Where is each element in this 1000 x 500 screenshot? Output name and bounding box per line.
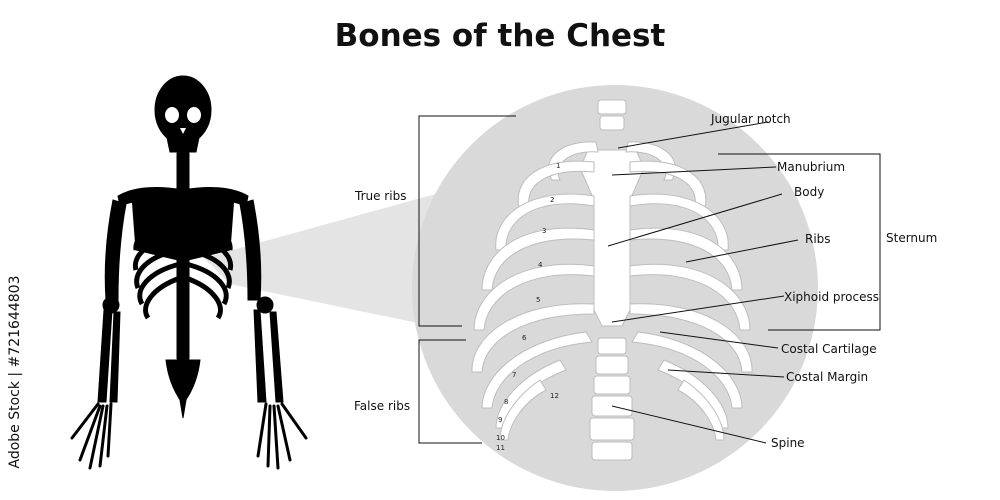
rib-number-8: 8: [504, 398, 508, 406]
watermark: Adobe Stock | #721644803: [6, 262, 24, 482]
label-false-ribs: False ribs: [354, 399, 410, 413]
watermark-text: Adobe Stock | #721644803: [7, 275, 23, 469]
label-costal-margin: Costal Margin: [786, 370, 868, 384]
rib-number-1: 1: [556, 162, 560, 170]
label-spine: Spine: [771, 436, 805, 450]
leader-lines: [607, 121, 799, 444]
label-xiphoid-process: Xiphoid process: [784, 290, 879, 304]
rib-numbers: 1 2 3 4 5 6 7 8 9 10 11 12: [496, 162, 560, 452]
label-costal-cartilage: Costal Cartilage: [781, 342, 877, 356]
rib-number-2: 2: [550, 196, 554, 204]
brackets: [418, 115, 881, 444]
label-jugular-notch: Jugular notch: [710, 112, 791, 126]
rib-number-11: 11: [496, 444, 505, 452]
rib-number-9: 9: [498, 416, 502, 424]
skeleton-silhouette: [97, 75, 284, 419]
rib-number-5: 5: [536, 296, 540, 304]
silhouette-ribs: [132, 219, 234, 320]
page-title: Bones of the Chest: [334, 18, 666, 54]
hands: [70, 402, 308, 470]
rib-cage: [471, 99, 753, 461]
label-manubrium: Manubrium: [777, 160, 845, 174]
label-sternum: Sternum: [886, 231, 937, 245]
false-ribs-bracket: [418, 339, 482, 444]
label-true-ribs: True ribs: [354, 189, 406, 203]
sternum-bracket: [718, 153, 881, 331]
rib-number-12: 12: [550, 392, 559, 400]
rib-number-7: 7: [512, 371, 516, 379]
rib-number-3: 3: [542, 227, 546, 235]
rib-number-4: 4: [538, 261, 543, 269]
rib-number-6: 6: [522, 334, 527, 342]
label-body: Body: [794, 185, 824, 199]
true-ribs-bracket: [418, 115, 516, 327]
label-ribs: Ribs: [805, 232, 831, 246]
rib-number-10: 10: [496, 434, 505, 442]
